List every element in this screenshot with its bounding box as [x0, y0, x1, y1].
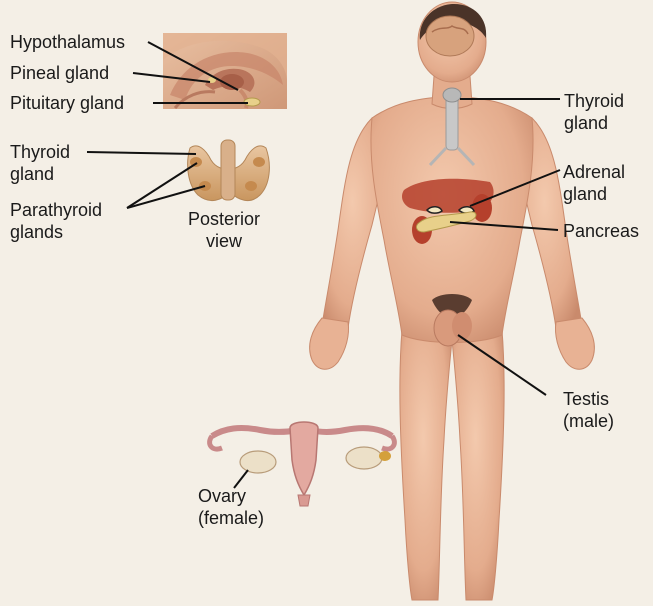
label-testis: Testis (male) — [563, 388, 614, 432]
label-pineal-gland: Pineal gland — [10, 62, 109, 84]
label-ovary: Ovary (female) — [198, 485, 264, 529]
label-thyroid-gland-body: Thyroid gland — [564, 90, 624, 134]
label-hypothalamus: Hypothalamus — [10, 31, 125, 53]
brain-inset — [163, 33, 287, 109]
thyroid-posterior-inset — [188, 140, 270, 201]
label-thyroid-gland-inset: Thyroid gland — [10, 141, 70, 185]
label-posterior-view: Posterior view — [180, 208, 268, 252]
label-pituitary-gland: Pituitary gland — [10, 92, 124, 114]
label-parathyroid-glands: Parathyroid glands — [10, 199, 102, 243]
label-pancreas: Pancreas — [563, 220, 639, 242]
label-adrenal-gland: Adrenal gland — [563, 161, 625, 205]
human-body — [310, 2, 595, 600]
